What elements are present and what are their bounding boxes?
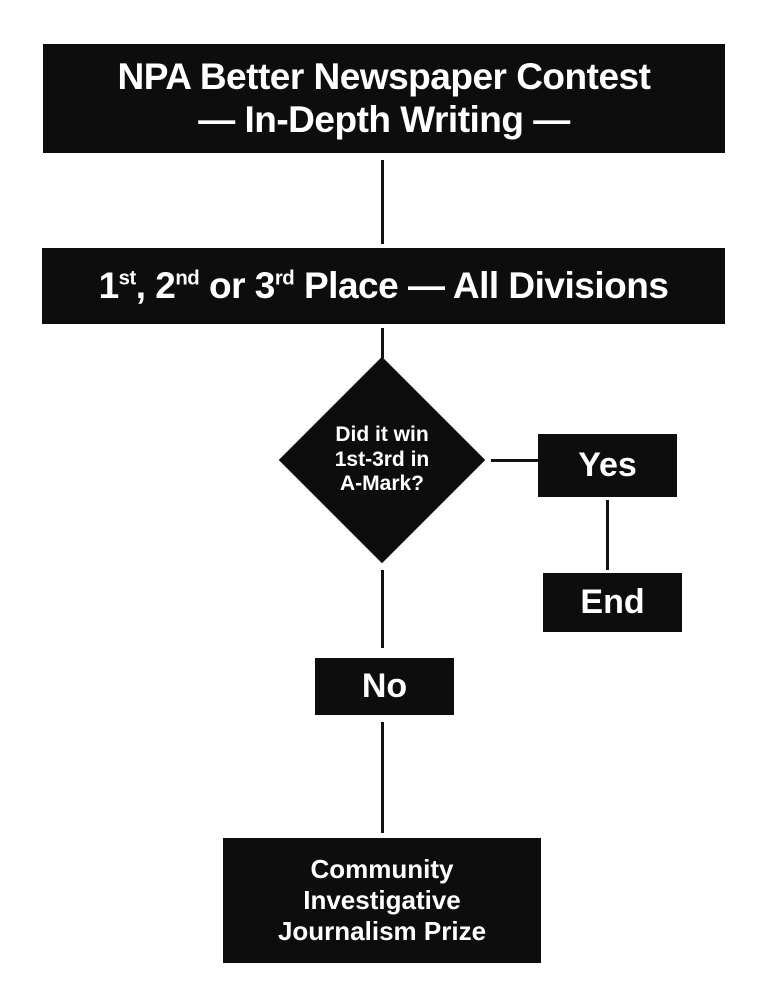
connector-yes-to-end <box>606 500 609 570</box>
prize-line1: Community <box>310 853 454 884</box>
yes-label: Yes <box>578 446 637 484</box>
node-contest-title: NPA Better Newspaper Contest — In-Depth … <box>43 44 725 153</box>
no-label: No <box>361 667 408 705</box>
decision-diamond-label: Did it win 1st-3rd in A-Mark? <box>292 414 472 506</box>
connector-title-to-qualifier <box>381 160 384 244</box>
node-end: End <box>543 573 682 632</box>
decision-line3: A-Mark? <box>339 472 424 496</box>
connector-no-to-prize <box>381 722 384 833</box>
end-label: End <box>580 583 645 621</box>
qualifier-text: 1st, 2nd or 3rd Place — All Divisions <box>98 265 669 306</box>
prize-line3: Journalism Prize <box>277 916 487 947</box>
node-no: No <box>315 658 454 715</box>
node-place-qualifier: 1st, 2nd or 3rd Place — All Divisions <box>42 248 725 324</box>
decision-line2: 1st-3rd in <box>334 447 430 471</box>
prize-line2: Investigative <box>303 884 461 915</box>
decision-line1: Did it win <box>335 422 429 446</box>
contest-title-line2: — In-Depth Writing — <box>198 98 570 140</box>
connector-qualifier-to-decision <box>381 328 384 358</box>
node-yes: Yes <box>538 434 677 497</box>
node-community-prize: Community Investigative Journalism Prize <box>223 838 541 963</box>
connector-decision-to-no <box>381 570 384 648</box>
contest-title-line1: NPA Better Newspaper Contest <box>117 56 651 98</box>
connector-decision-to-yes <box>491 459 538 462</box>
